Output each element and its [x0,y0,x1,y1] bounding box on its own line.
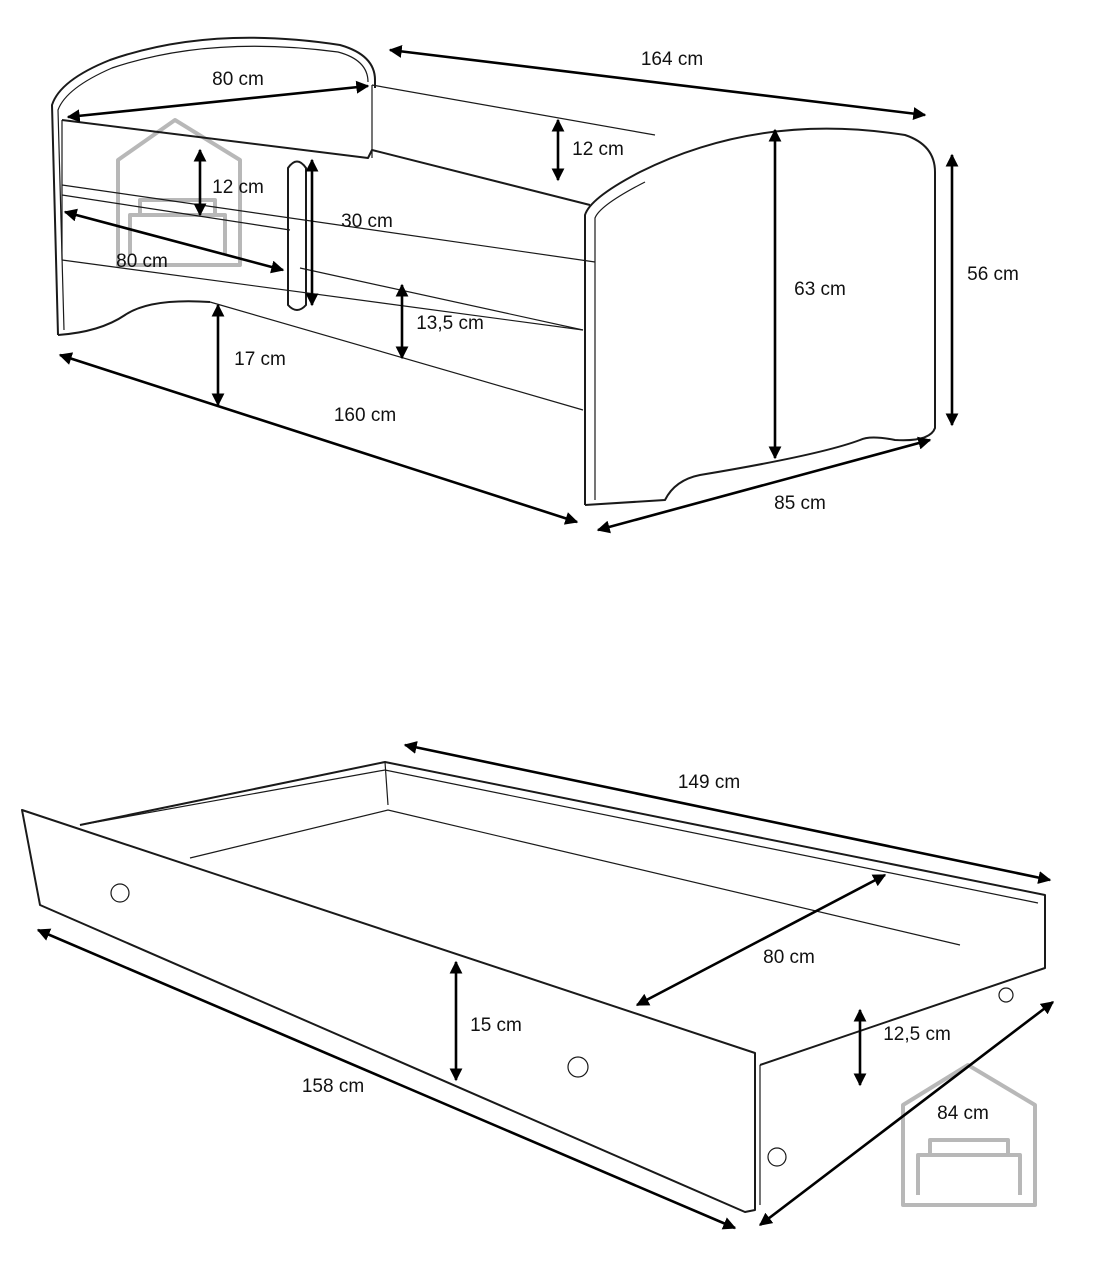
end-panel-height-label: 63 cm [794,279,846,300]
middle-rail-height-label: 12 cm [572,139,624,160]
drawer-inner-length-label: 149 cm [677,772,741,793]
clearance-label: 17 cm [234,349,286,370]
bed-outline [51,36,936,506]
dim-arrow [635,873,887,1007]
drawer-outline [21,761,1046,1213]
dim-arrow [403,741,1052,884]
dim-arrow [66,80,370,123]
watermark-house-icon [901,1063,1037,1207]
dim-arrow [758,1000,1055,1227]
drawer-side-height-label: 12,5 cm [883,1024,951,1045]
drawer-width-label: 84 cm [937,1103,989,1124]
dim-arrow [36,928,737,1230]
drawer-front-length-label: 158 cm [301,1076,365,1097]
drawer-front-height-label: 15 cm [470,1015,522,1036]
bed-length-bottom-label: 160 cm [333,405,397,426]
handle-height-label: 30 cm [341,211,393,232]
opening-width-label: 80 cm [116,251,168,272]
dim-arrow [63,208,285,274]
dim-arrow [58,352,579,525]
headboard-width-label: 80 cm [212,69,264,90]
side-panel-height-label: 13,5 cm [416,313,484,334]
dim-arrow [596,436,932,534]
bed-width-label: 85 cm [774,493,826,514]
left-rail-height-label: 12 cm [212,177,264,198]
side-height-label: 56 cm [967,264,1019,285]
dim-arrow [388,44,927,121]
drawer-inner-width-label: 80 cm [763,947,815,968]
bed-length-top-label: 164 cm [640,49,704,70]
